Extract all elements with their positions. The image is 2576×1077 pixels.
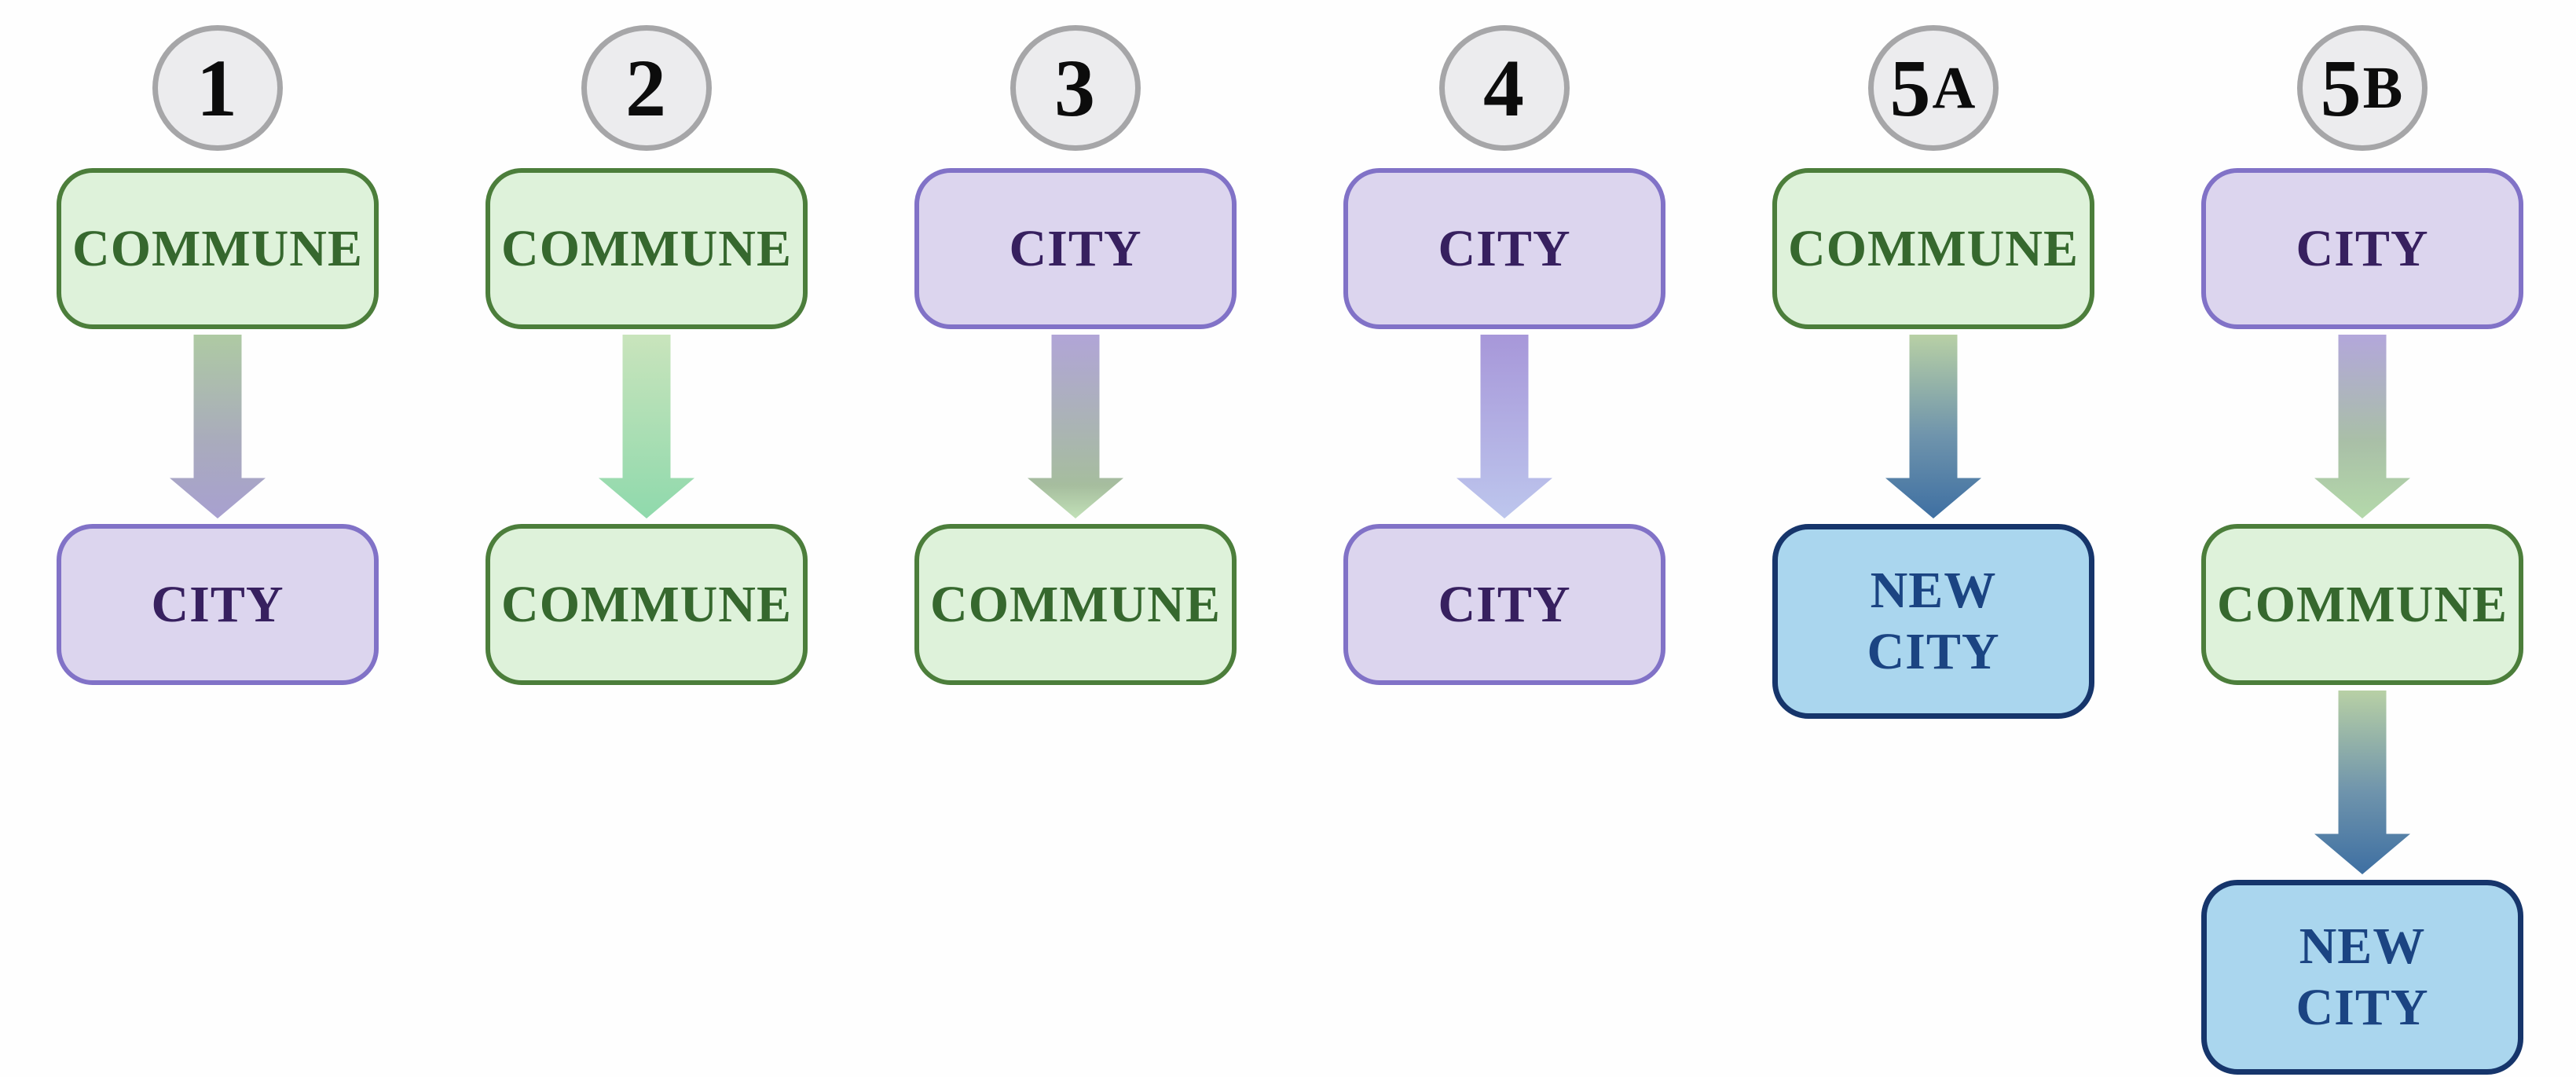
arrow-down-icon [2314,335,2410,518]
box-label: NEW CITY [2296,918,2429,1036]
box-label: NEW CITY [1867,562,2000,680]
scenario-column-4: 4 CITY CITY [1290,25,1719,1077]
commune-box: COMMUNE [57,168,379,329]
box-label: CITY [151,575,284,633]
commune-box: COMMUNE [1772,168,2094,329]
commune-box: COMMUNE [486,524,808,685]
box-label: CITY [2296,219,2429,277]
step-number-badge-2: 2 [581,25,712,151]
arrow-down-icon [2314,691,2410,874]
new-city-box: NEW CITY [1772,524,2094,719]
commune-box: COMMUNE [486,168,808,329]
box-label: COMMUNE [501,219,792,277]
arrow-down-icon [1457,335,1552,518]
step-number-badge-1: 1 [152,25,283,151]
city-box: CITY [1343,168,1665,329]
step-number-suffix: A [1932,54,1977,121]
box-label: COMMUNE [501,575,792,633]
step-number: 5 [2320,42,2363,134]
box-label: COMMUNE [72,219,363,277]
box-label: COMMUNE [930,575,1221,633]
city-box: CITY [57,524,379,685]
step-number-badge-3: 3 [1010,25,1141,151]
box-label: COMMUNE [2217,575,2508,633]
city-box: CITY [2201,168,2523,329]
arrow-down-icon [170,335,266,518]
city-box: CITY [914,168,1237,329]
step-number-badge-4: 4 [1439,25,1570,151]
arrow-down-icon [1885,335,1981,518]
scenario-column-3: 3 CITY COMMUNE [861,25,1290,1077]
commune-box: COMMUNE [2201,524,2523,685]
scenario-column-1: 1 COMMUNE CITY [3,25,432,1077]
arrow-down-icon [1028,335,1123,518]
new-city-box: NEW CITY [2201,880,2523,1075]
step-number: 3 [1054,42,1097,134]
box-label: COMMUNE [1788,219,2079,277]
city-box: CITY [1343,524,1665,685]
step-number: 1 [196,42,239,134]
step-number: 2 [625,42,668,134]
box-label: CITY [1438,219,1571,277]
step-number: 5 [1889,42,1933,134]
box-label: CITY [1438,575,1571,633]
arrow-down-icon [599,335,694,518]
scenario-column-2: 2 COMMUNE COMMUNE [432,25,861,1077]
step-number: 4 [1483,42,1526,134]
step-number-suffix: B [2362,54,2405,121]
box-label: CITY [1009,219,1142,277]
commune-box: COMMUNE [914,524,1237,685]
